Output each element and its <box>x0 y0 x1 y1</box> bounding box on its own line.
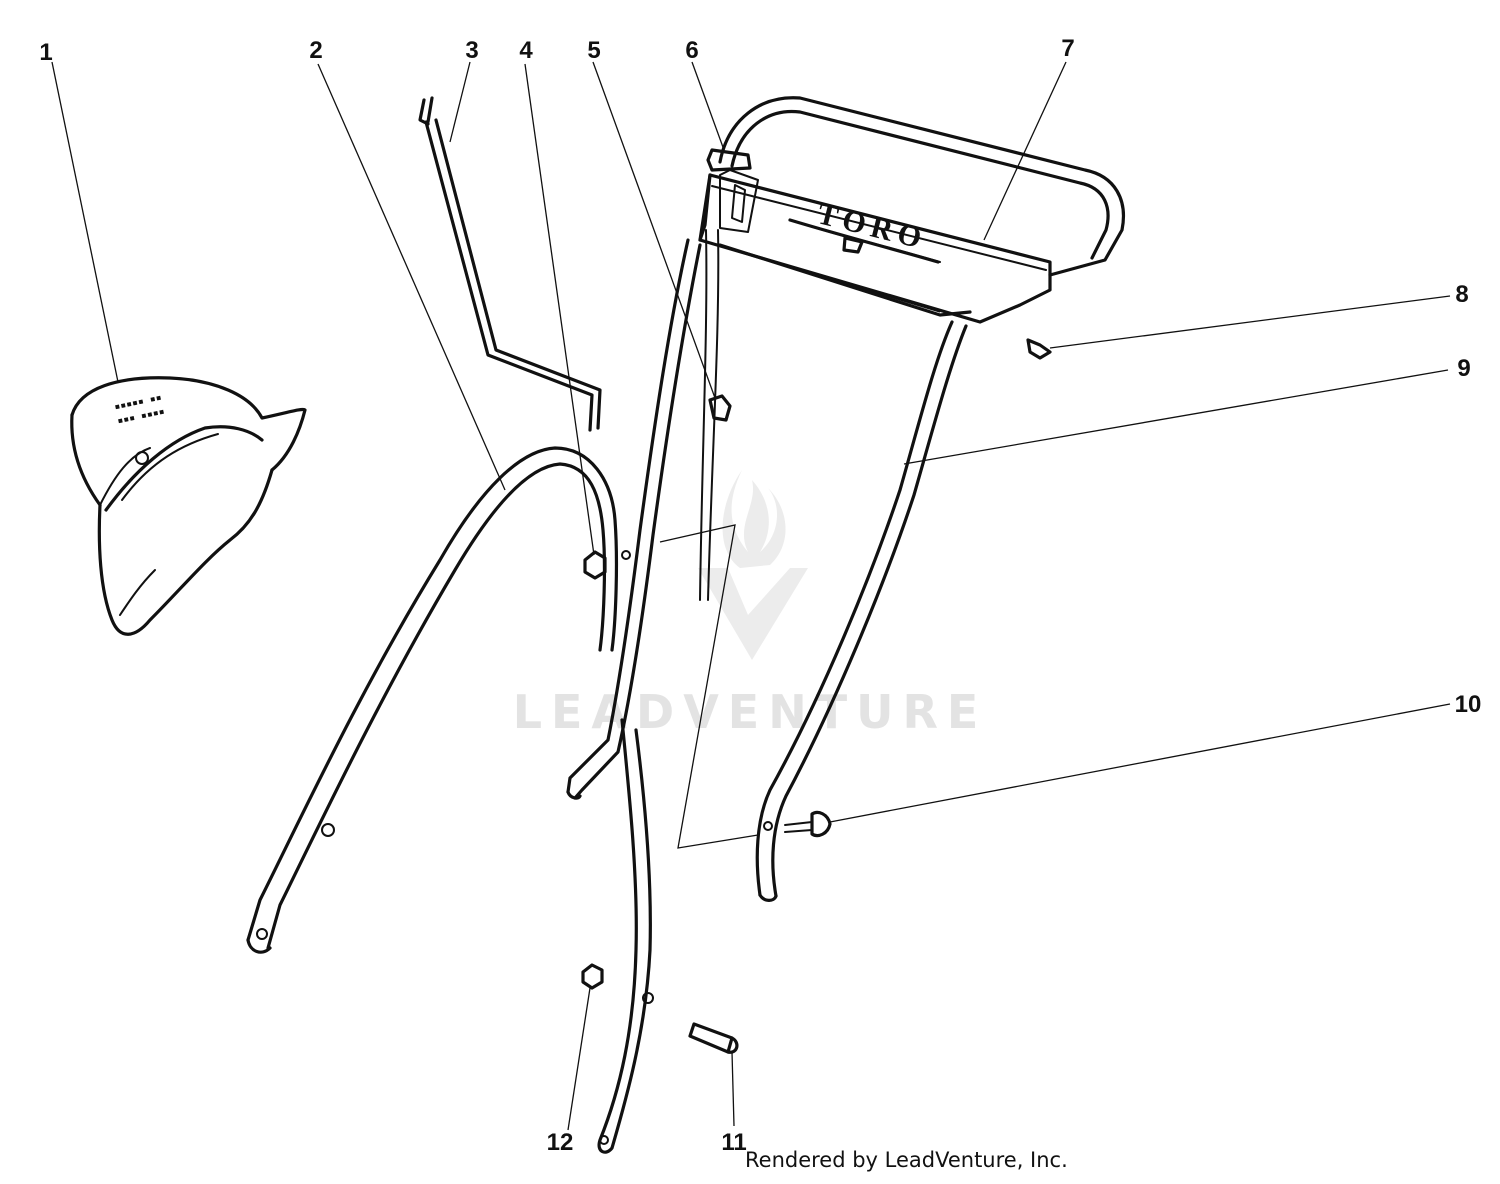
part-6-throttle-control <box>699 148 759 601</box>
callout-10: 10 <box>1455 691 1482 718</box>
callout-2: 2 <box>309 37 322 64</box>
callout-3: 3 <box>465 37 478 64</box>
part-8-screw-icon <box>1026 338 1052 360</box>
brand-plate-text: TORO <box>814 197 930 256</box>
callout-4: 4 <box>519 37 533 64</box>
callout-8: 8 <box>1455 281 1468 308</box>
watermark-text: LEADVENTURE <box>513 685 988 739</box>
part-5-clip-icon <box>708 394 732 422</box>
assembly-guide-lines <box>659 245 941 849</box>
leader-lines <box>51 61 1451 1131</box>
part-10-wing-bolt-icon <box>784 810 832 838</box>
watermark-logo <box>698 470 808 660</box>
callout-6: 6 <box>685 37 698 64</box>
callout-7: 7 <box>1061 35 1074 62</box>
part-12-nut-icon <box>581 963 604 990</box>
part-9-main-handle <box>566 238 968 1154</box>
callout-5: 5 <box>587 37 600 64</box>
part-3-control-rod <box>418 96 602 432</box>
callout-9: 9 <box>1457 355 1470 382</box>
part-4-nut-icon <box>583 550 607 580</box>
part-1-chute: ▪▪▪▪▪ ▪▪ ▪▪▪ ▪▪▪▪ <box>70 376 307 636</box>
part-2-lower-handle <box>246 446 631 954</box>
render-credit: Rendered by LeadVenture, Inc. <box>745 1148 1068 1172</box>
part-11-stud-icon <box>688 1022 739 1054</box>
callout-11: 11 <box>721 1129 746 1156</box>
callout-12: 12 <box>547 1129 574 1156</box>
part-7-upper-handle: TORO <box>698 96 1125 324</box>
callout-1: 1 <box>39 39 52 66</box>
